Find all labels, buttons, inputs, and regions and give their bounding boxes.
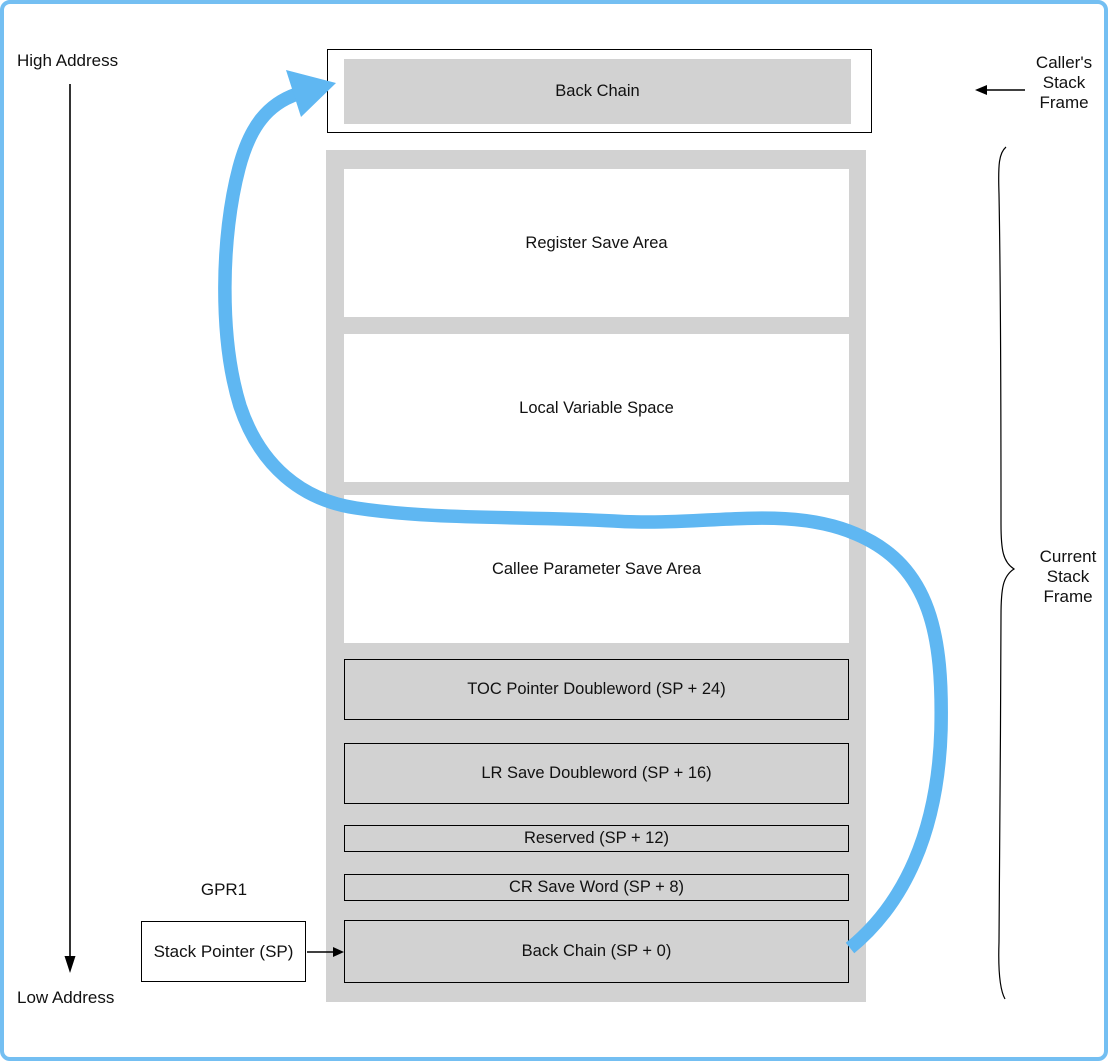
lr-save-doubleword-label: LR Save Doubleword (SP + 16) bbox=[481, 764, 712, 782]
low-address-label: Low Address bbox=[17, 988, 115, 1007]
address-direction-arrow bbox=[64, 84, 76, 973]
reserved-box: Reserved (SP + 12) bbox=[344, 825, 849, 852]
callers-label-line1: Caller's bbox=[1035, 53, 1093, 72]
back-chain-sp0-box: Back Chain (SP + 0) bbox=[344, 920, 849, 983]
callee-parameter-save-area-box: Callee Parameter Save Area bbox=[344, 495, 849, 643]
toc-pointer-doubleword-label: TOC Pointer Doubleword (SP + 24) bbox=[467, 680, 726, 698]
reserved-label: Reserved (SP + 12) bbox=[523, 829, 670, 847]
back-chain-sp0-label: Back Chain (SP + 0) bbox=[521, 942, 672, 960]
local-variable-space-box: Local Variable Space bbox=[344, 334, 849, 482]
cr-save-word-box: CR Save Word (SP + 8) bbox=[344, 874, 849, 901]
current-frame-brace bbox=[998, 146, 1016, 1000]
lr-save-doubleword-box: LR Save Doubleword (SP + 16) bbox=[344, 743, 849, 804]
current-stack-frame-container: Register Save Area Local Variable Space … bbox=[326, 150, 866, 1002]
stack-pointer-label: Stack Pointer (SP) bbox=[153, 941, 294, 961]
callers-label-line2: Stack bbox=[1042, 73, 1086, 92]
caller-stack-frame-box: Back Chain bbox=[327, 49, 872, 133]
current-label-line1: Current bbox=[1039, 547, 1097, 566]
register-save-area-label: Register Save Area bbox=[525, 233, 668, 252]
local-variable-space-label: Local Variable Space bbox=[519, 398, 674, 417]
caller-back-chain-cell: Back Chain bbox=[344, 59, 851, 124]
current-stack-frame-label: Current Stack Frame bbox=[1020, 547, 1104, 607]
stack-pointer-box: Stack Pointer (SP) bbox=[141, 921, 306, 982]
caller-back-chain-label: Back Chain bbox=[555, 82, 640, 100]
register-save-area-box: Register Save Area bbox=[344, 169, 849, 317]
callers-stack-frame-label: Caller's Stack Frame bbox=[1016, 53, 1104, 113]
gpr1-label: GPR1 bbox=[200, 880, 248, 899]
toc-pointer-doubleword-box: TOC Pointer Doubleword (SP + 24) bbox=[344, 659, 849, 720]
current-label-line2: Stack bbox=[1046, 567, 1090, 586]
callers-label-line3: Frame bbox=[1039, 93, 1089, 112]
callee-parameter-save-area-label: Callee Parameter Save Area bbox=[491, 559, 702, 578]
current-label-line3: Frame bbox=[1043, 587, 1093, 606]
high-address-label: High Address bbox=[17, 51, 119, 70]
cr-save-word-label: CR Save Word (SP + 8) bbox=[509, 878, 684, 896]
